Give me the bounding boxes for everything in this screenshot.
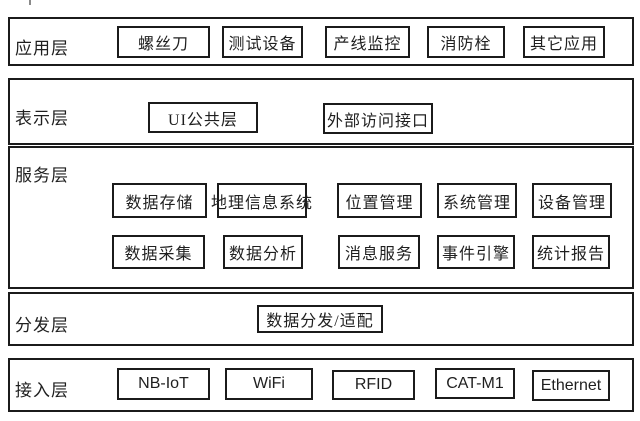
layer-label-presentation: 表示层 [15, 109, 69, 128]
box-ethernet: Ethernet [532, 370, 610, 401]
box-gis: 地理信息系统 [211, 183, 312, 218]
box-ui-common-layer: UI公共层 [148, 102, 258, 133]
box-statistics-report: 统计报告 [532, 235, 610, 269]
layer-label-service: 服务层 [15, 166, 69, 185]
layer-presentation: 表示层 UI公共层 外部访问接口 [8, 78, 634, 145]
box-screwdriver: 螺丝刀 [117, 26, 210, 58]
box-fire-hydrant: 消防栓 [427, 26, 505, 58]
stray-mark [29, 0, 31, 5]
box-production-line-monitoring: 产线监控 [325, 26, 410, 58]
layer-label-distribution: 分发层 [15, 316, 69, 335]
box-device-management: 设备管理 [532, 183, 612, 218]
box-other-applications: 其它应用 [523, 26, 605, 58]
layer-access: 接入层 NB-IoT WiFi RFID CAT-M1 Ethernet [8, 358, 634, 412]
box-cat-m1: CAT-M1 [435, 368, 515, 399]
layer-label-access: 接入层 [15, 381, 69, 400]
box-rfid: RFID [332, 370, 415, 400]
layer-distribution: 分发层 数据分发/适配 [8, 292, 634, 346]
box-message-service: 消息服务 [338, 235, 420, 269]
layer-service: 服务层 数据存储 地理信息系统 位置管理 系统管理 设备管理 数据采集 数据分析… [8, 146, 634, 289]
box-data-analysis: 数据分析 [223, 235, 303, 269]
box-data-storage: 数据存储 [112, 183, 207, 218]
layer-application: 应用层 螺丝刀 测试设备 产线监控 消防栓 其它应用 [8, 17, 634, 66]
box-test-equipment: 测试设备 [222, 26, 303, 58]
box-location-management: 位置管理 [337, 183, 422, 218]
box-system-management: 系统管理 [437, 183, 517, 218]
box-data-collection: 数据采集 [112, 235, 205, 269]
box-external-access-interface: 外部访问接口 [323, 103, 433, 134]
box-wifi: WiFi [225, 368, 313, 400]
box-event-engine: 事件引擎 [437, 235, 515, 269]
box-data-distribution-adaptation: 数据分发/适配 [257, 305, 383, 333]
layer-label-application: 应用层 [15, 39, 69, 58]
box-nb-iot: NB-IoT [117, 368, 210, 400]
